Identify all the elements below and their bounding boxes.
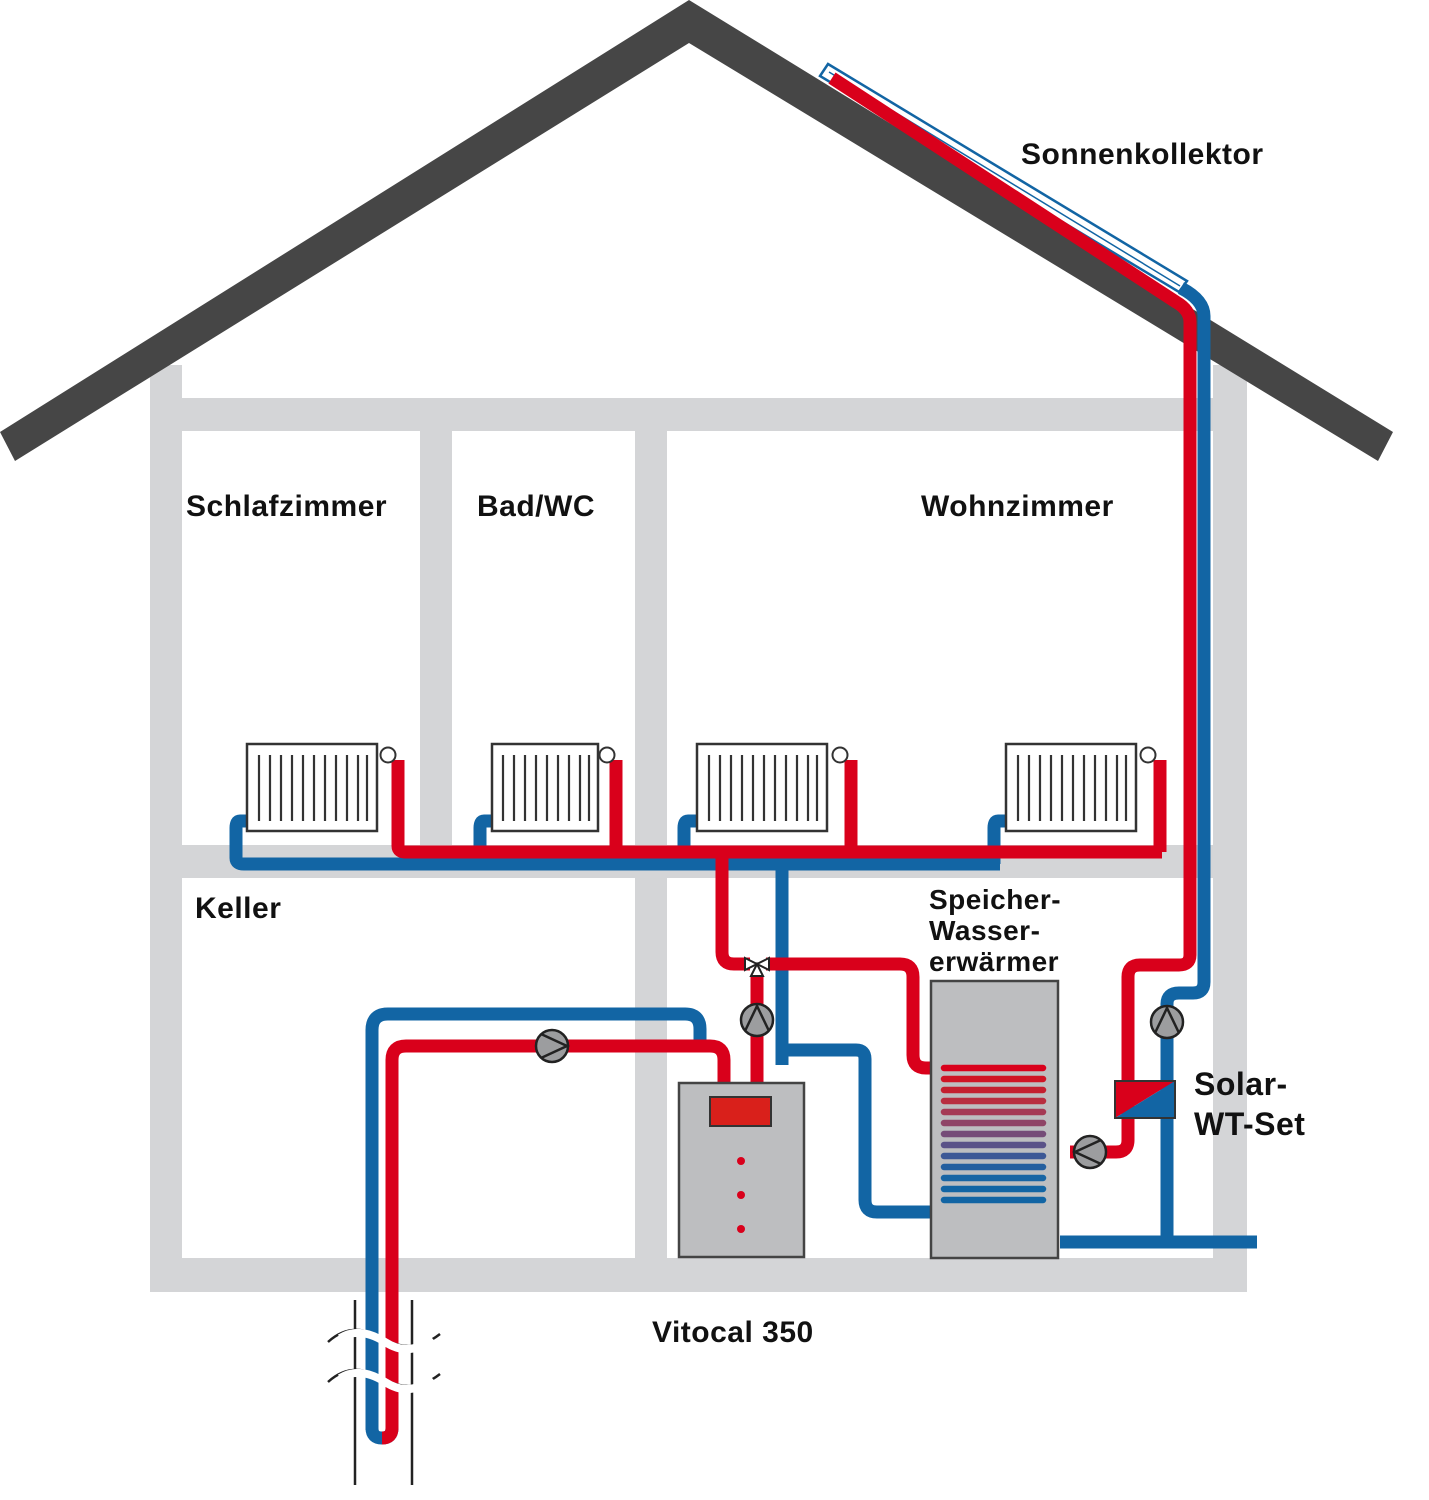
pump-icon [1149,1004,1185,1040]
label-speicher-line2: Wasser- [929,915,1041,946]
solar-collector-icon [818,62,1189,294]
label-speicher-line1: Speicher- [929,884,1062,915]
radiator-icon [490,742,616,833]
pump-icon [739,1002,775,1038]
three-way-valve-icon [744,956,770,977]
pipe-break-waves [327,1328,441,1393]
label-solar-line1: Solar- [1194,1066,1288,1102]
pump-icon [534,1028,570,1064]
hot-pipes [385,72,1197,1430]
label-vitocal: Vitocal 350 [652,1316,814,1349]
radiator-icon [1004,742,1157,833]
storage-water-heater [929,979,1060,1260]
label-keller: Keller [195,892,282,925]
label-bad-wc: Bad/WC [477,490,595,523]
heat-pump-unit [677,1081,806,1259]
radiator-icon [695,742,849,833]
solar-heat-exchanger-icon [1114,1080,1176,1119]
radiator-icon [245,742,397,833]
label-speicher-line3: erwärmer [929,946,1060,977]
label-sonnenkollektor: Sonnenkollektor [1021,138,1264,171]
pump-icon [1072,1134,1108,1170]
label-wohnzimmer: Wohnzimmer [921,490,1114,523]
label-schlafzimmer: Schlafzimmer [186,490,388,523]
label-solar-line2: WT-Set [1194,1106,1306,1142]
